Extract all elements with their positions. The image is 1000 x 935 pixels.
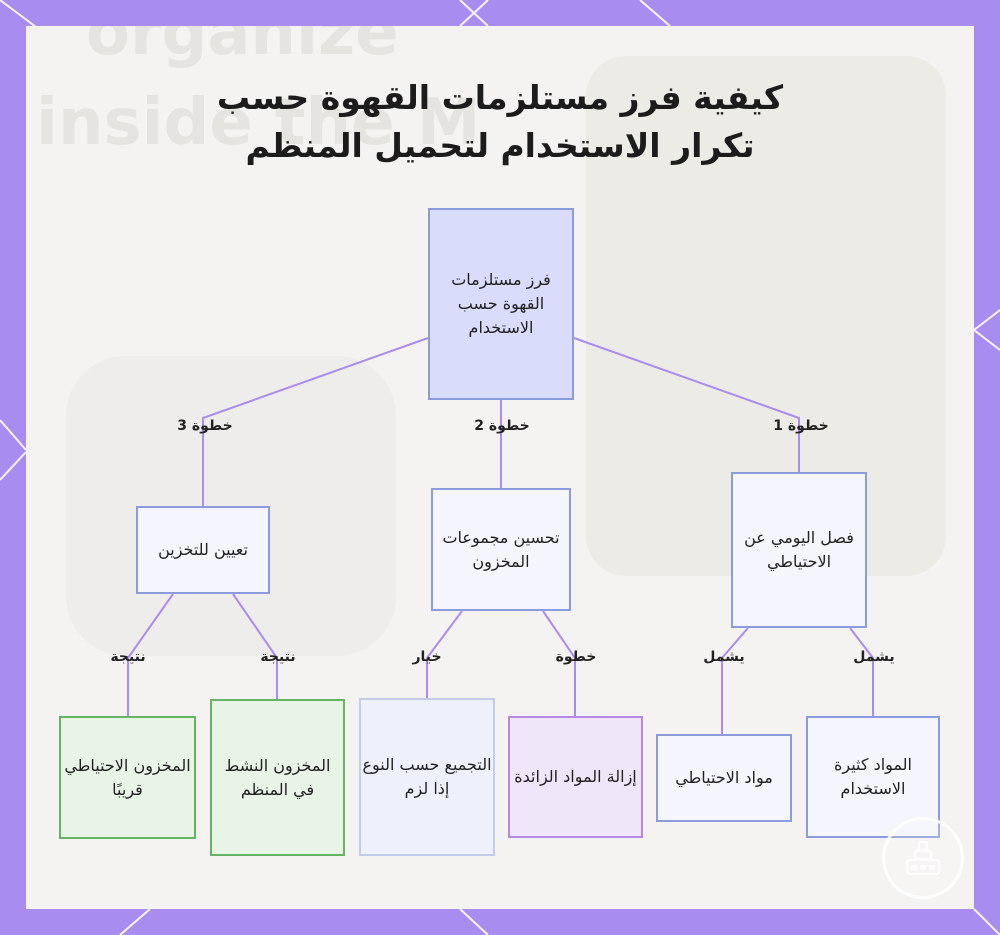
edge-label-option: خيار <box>412 649 441 665</box>
node-assign-storage: تعيين للتخزين <box>136 506 270 594</box>
node-group-by-type: التجميع حسب النوع إذا لزم <box>359 698 495 856</box>
edge-label-includes: يشمل <box>853 649 894 665</box>
node-optimize-stock-groups: تحسين مجموعات المخزون <box>431 488 571 611</box>
edge-label-result: نتيجة <box>110 649 145 665</box>
edge-separate-frequent <box>850 628 873 716</box>
edge-label-includes: يشمل <box>703 649 744 665</box>
node-remove-excess: إزالة المواد الزائدة <box>508 716 643 838</box>
edge-separate-backup <box>722 628 748 734</box>
node-root: فرز مستلزمات القهوة حسب الاستخدام <box>428 208 574 400</box>
edge-label-step-3: خطوة 3 <box>177 418 232 434</box>
edge-root-assign <box>203 338 428 506</box>
node-backup-items: مواد الاحتياطي <box>656 734 792 822</box>
coffee-organizer-logo-icon <box>882 817 964 899</box>
edge-label-step: خطوة <box>556 649 597 665</box>
node-nearby-backup-stock: المخزون الاحتياطي قريبًا <box>59 716 196 839</box>
edge-root-separate <box>574 338 799 472</box>
edge-assign-active <box>233 594 277 699</box>
edge-label-step-1: خطوة 1 <box>773 418 828 434</box>
edge-label-step-2: خطوة 2 <box>474 418 529 434</box>
edge-label-result: نتيجة <box>260 649 295 665</box>
node-active-stock: المخزون النشط في المنظم <box>210 699 345 856</box>
node-separate-daily-backup: فصل اليومي عن الاحتياطي <box>731 472 867 628</box>
